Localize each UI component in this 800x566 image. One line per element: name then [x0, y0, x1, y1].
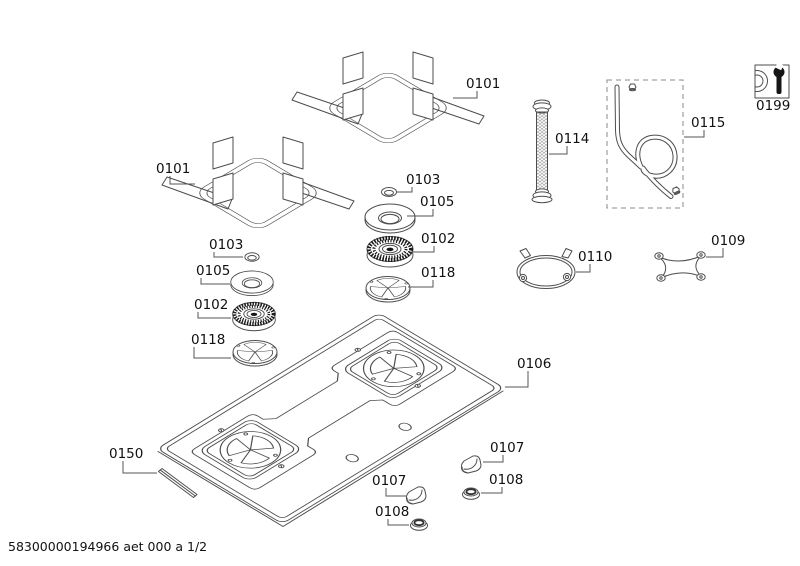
- part-label-0101-top: 0101: [466, 76, 500, 92]
- part-label-0199: 0199: [756, 98, 790, 114]
- part-label-0107-left: 0107: [372, 473, 406, 489]
- leader-wok-ring: [576, 264, 591, 273]
- leader-pan-support-left: [169, 176, 195, 185]
- leader-cap-left: [213, 252, 243, 258]
- seal-strip-drawing: [158, 468, 198, 498]
- part-label-0103-center: 0103: [406, 172, 440, 188]
- leader-knob-left: [385, 488, 406, 497]
- wok-ring-drawing: [516, 248, 576, 289]
- leader-ring-center: [407, 209, 434, 217]
- gas-pipe-drawing: [606, 79, 684, 209]
- part-label-0101-left: 0101: [156, 161, 190, 177]
- leader-cross-support: [706, 248, 724, 258]
- leader-ring-left: [200, 278, 230, 285]
- flexible-hose-drawing: [531, 99, 553, 204]
- part-label-0108-left: 0108: [375, 504, 409, 520]
- burner-dial-icon: [755, 70, 768, 92]
- part-label-0105-left: 0105: [196, 263, 230, 279]
- leader-base-center: [408, 280, 434, 288]
- leader-bezel-right: [481, 487, 503, 494]
- part-label-0103-left: 0103: [209, 237, 243, 253]
- service-tool-box: [754, 62, 790, 99]
- control-knob-left-drawing: [405, 486, 427, 505]
- pan-support-top-drawing: [291, 51, 485, 147]
- leader-cooktop-panel: [505, 371, 529, 388]
- knob-bezel-right-drawing: [461, 487, 481, 501]
- part-label-0118-center: 0118: [421, 265, 455, 281]
- part-label-0118-left: 0118: [191, 332, 225, 348]
- knob-bezel-left-drawing: [409, 518, 429, 532]
- part-label-0105-center: 0105: [420, 194, 454, 210]
- burner-base-center-drawing: [365, 275, 410, 302]
- part-label-0107-right: 0107: [490, 440, 524, 456]
- part-label-0114: 0114: [555, 131, 589, 147]
- leader-base-left: [193, 347, 231, 359]
- part-label-0102-center: 0102: [421, 231, 455, 247]
- cross-support-drawing: [654, 251, 706, 282]
- part-label-0106: 0106: [517, 356, 551, 372]
- leader-crown-left: [197, 312, 231, 319]
- part-label-0108-right: 0108: [489, 472, 523, 488]
- burner-crown-center-drawing: [365, 234, 415, 269]
- leader-crown-center: [410, 246, 435, 253]
- burner-crown-left-drawing: [230, 300, 278, 333]
- burner-cap-center-drawing: [381, 187, 397, 197]
- cooktop-panel-drawing: [157, 314, 504, 527]
- burner-cap-left-drawing: [244, 252, 260, 262]
- burner-ring-center-drawing: [364, 203, 416, 234]
- control-knob-right-drawing: [460, 455, 482, 474]
- part-label-0115: 0115: [691, 115, 725, 131]
- part-label-0109: 0109: [711, 233, 745, 249]
- leader-seal-strip: [122, 461, 157, 474]
- leader-cap-center: [397, 187, 413, 193]
- part-label-0102-left: 0102: [194, 297, 228, 313]
- part-label-0110: 0110: [578, 249, 612, 265]
- part-label-0150: 0150: [109, 446, 143, 462]
- drawing-number: 58300000194966 aet 000 a 1/2: [8, 539, 207, 554]
- leader-knob-right: [483, 455, 504, 463]
- wrench-icon: [773, 62, 785, 94]
- leader-bezel-left: [387, 519, 409, 526]
- burner-ring-left-drawing: [230, 270, 274, 297]
- burner-base-left-drawing: [232, 339, 277, 366]
- leader-gas-pipe: [684, 130, 705, 138]
- leader-hose: [549, 146, 568, 155]
- leader-pan-support-top: [453, 91, 478, 99]
